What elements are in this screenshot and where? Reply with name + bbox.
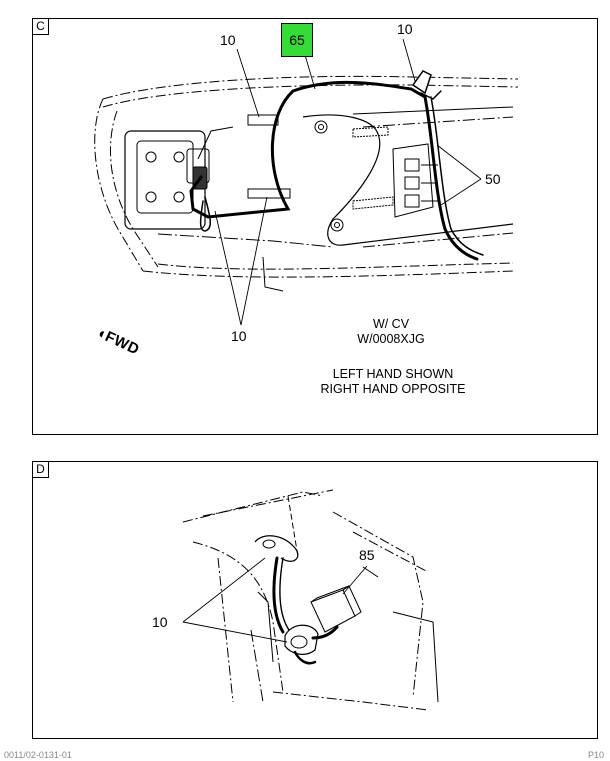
callout-10-bottom: 10 [231,328,247,344]
module-harness-drawing [182,489,439,711]
detail-view-d: D [32,461,598,739]
variant-note-line1: W/ CV [372,317,410,331]
footer-page-ref: P10 [587,750,604,760]
callout-65-highlighted: 65 [281,23,313,57]
side-note-line2: RIGHT HAND OPPOSITE [320,382,466,396]
callout-85: 85 [359,547,375,563]
callout-10-left: 10 [152,614,168,630]
detail-view-c: C [32,18,598,435]
variant-note: W/ CV W/0008XJG [331,317,451,347]
detail-letter-d: D [32,461,49,478]
footer-document-id: 0011/02-0131-01 [4,750,72,760]
detail-letter-c: C [32,18,49,35]
side-note-line1: LEFT HAND SHOWN [332,367,454,381]
side-note: LEFT HAND SHOWN RIGHT HAND OPPOSITE [313,367,473,397]
callout-10-top-right: 10 [397,21,413,37]
callout-10-top-left: 10 [220,32,236,48]
callout-50: 50 [485,171,501,187]
variant-note-line2: W/0008XJG [357,332,425,346]
bumper-harness-drawing [94,38,519,326]
leader-10-top-left [236,48,260,118]
